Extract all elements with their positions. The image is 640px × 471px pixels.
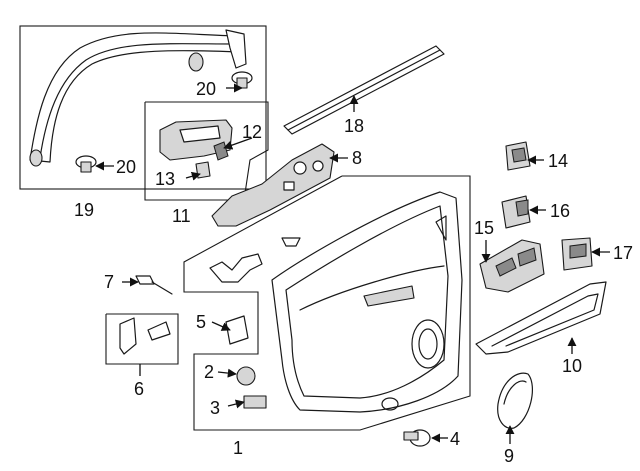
- upper-trim-strip: [475, 281, 607, 355]
- callout-10: 10: [562, 356, 582, 376]
- callout-13: 13: [155, 169, 175, 189]
- frame-molding-group: [19, 25, 267, 190]
- switch-bezel-opening: [179, 125, 221, 143]
- molding-edge: [39, 43, 237, 159]
- group-6-box: [105, 313, 179, 365]
- speaker-cover: [497, 372, 533, 429]
- bracket-hole-1: [293, 161, 307, 175]
- mirror-corner-trim: [435, 215, 447, 241]
- door-handle-bezel: [363, 285, 415, 307]
- bolt-head: [403, 431, 419, 441]
- door-trim-group: [183, 175, 471, 431]
- clip-6-left: [119, 317, 137, 355]
- retainer-clip: [195, 161, 211, 179]
- callout-3: 3: [210, 398, 220, 418]
- switch-17-button: [569, 243, 587, 259]
- leader-12: [223, 137, 253, 150]
- callout-4: 4: [450, 429, 460, 449]
- callout-18: 18: [344, 116, 364, 136]
- callout-15: 15: [474, 218, 494, 238]
- switch-15-button-a: [495, 257, 517, 277]
- callout-7: 7: [104, 272, 114, 292]
- trim-panel-inner-edge: [285, 205, 449, 399]
- trim-clip-set: [209, 253, 263, 283]
- callout-11: 11: [172, 206, 191, 226]
- bracket-hole-2: [312, 160, 324, 172]
- group-19-box: [19, 25, 267, 190]
- push-pin-stem-lower: [80, 161, 92, 173]
- bracket-slot: [283, 181, 295, 191]
- leader-3: [227, 399, 245, 409]
- switch-16-button: [515, 199, 529, 217]
- callout-20-upper: 20: [196, 79, 216, 99]
- callout-1: 1: [233, 438, 243, 458]
- bracket-clip-5-group: [225, 315, 249, 345]
- switch-15-button-b: [517, 247, 537, 267]
- speaker-grille: [411, 319, 445, 369]
- lower-trim-fastener-hole: [381, 397, 399, 411]
- speaker-grille-inner: [418, 328, 438, 360]
- callout-17: 17: [613, 243, 633, 263]
- callout-16: 16: [550, 201, 570, 221]
- bracket-clip-5: [225, 315, 249, 345]
- callout-20-lower: 20: [116, 157, 136, 177]
- switch-bezel-group: [144, 101, 269, 201]
- callout-12: 12: [242, 122, 262, 142]
- leader-13: [185, 171, 201, 181]
- leader-2: [217, 368, 237, 378]
- trim-cover-cap: [243, 395, 267, 409]
- callout-5: 5: [196, 312, 206, 332]
- trim-strip-inner: [491, 293, 599, 347]
- fastener-screw-shank: [151, 281, 173, 295]
- speaker-cover-rim: [503, 380, 527, 405]
- clip-6-right: [147, 321, 171, 341]
- callout-14: 14: [548, 151, 568, 171]
- callout-8: 8: [352, 148, 362, 168]
- push-pin-stem-upper: [236, 77, 248, 89]
- group-11-box: [144, 101, 269, 201]
- molding-top-clip: [225, 29, 247, 69]
- molding-end-hole: [29, 149, 43, 167]
- callout-6: 6: [134, 379, 144, 399]
- group-1-box: [183, 175, 471, 431]
- switch-14-button: [511, 147, 527, 163]
- fastener-screw-head: [135, 275, 155, 285]
- trim-push-clip: [236, 366, 256, 386]
- push-retainer: [281, 237, 301, 247]
- callout-9: 9: [504, 446, 514, 466]
- leader-5: [211, 321, 231, 331]
- molding-top-hole: [188, 52, 204, 72]
- weatherstrip-edge: [287, 49, 441, 131]
- armrest-line: [299, 265, 445, 311]
- callout-2: 2: [204, 362, 214, 382]
- callout-19: 19: [74, 200, 94, 220]
- clip-set-6-group: [105, 313, 179, 365]
